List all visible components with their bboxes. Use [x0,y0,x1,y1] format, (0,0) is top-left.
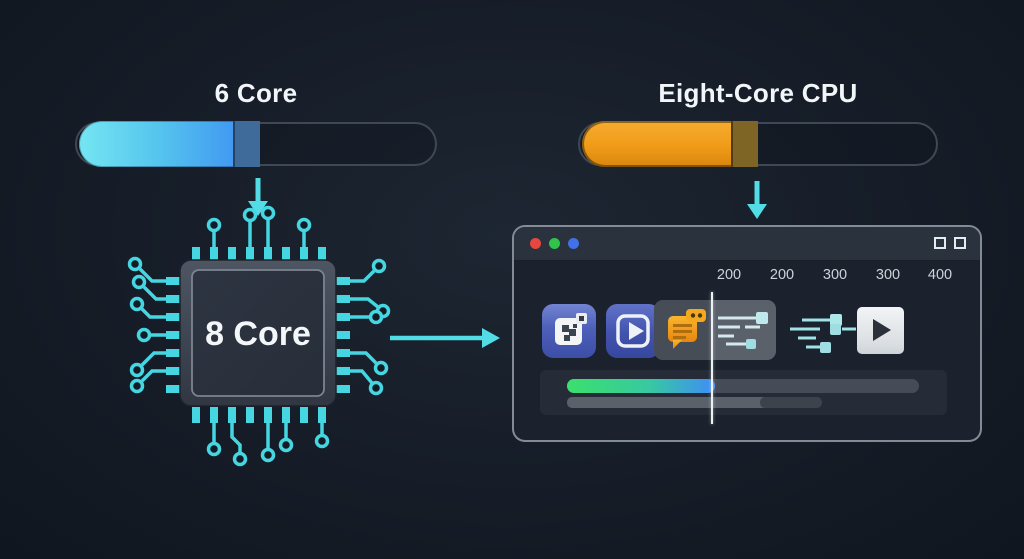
eight-core-progress-bar [578,121,938,167]
ruler-label-1: 200 [716,267,742,283]
chat-icon [668,309,706,349]
eight-core-bar-cap [731,121,759,167]
timeline-panel [540,370,947,415]
window-square-icon-1 [934,237,946,249]
traffic-light-red-icon [530,238,541,249]
ruler-label-3: 300 [822,267,848,283]
six-core-title: 6 Core [214,78,298,108]
app-window: 200 200 300 300 400 [512,225,982,442]
node-graph-icon [718,312,768,349]
timeline-fill [567,379,715,393]
data-flow-icon [790,314,856,353]
ruler-label-2: 200 [769,267,795,283]
window-titlebar [514,227,980,261]
traffic-light-blue-icon [568,238,579,249]
down-arrow-icon-right [747,181,767,219]
play-clip-icon [857,307,904,354]
timeline-secondary-bar-ghost [760,397,822,408]
traffic-light-green-icon [549,238,560,249]
playhead-line [711,292,713,424]
icon-panel [654,300,776,360]
chip-label: 8 Core [205,315,311,353]
video-player-icon [606,304,660,358]
window-square-icon-2 [954,237,966,249]
cpu-chip-illustration: 8 Core [127,205,391,467]
timeline-track [567,379,919,393]
ruler-label-4: 300 [875,267,901,283]
circuit-traces [127,205,391,467]
six-core-bar-cap [233,121,260,167]
icon-panel-highlight [712,300,776,360]
six-core-progress-bar [75,121,437,167]
chip-pins [166,247,350,423]
ruler-label-5: 400 [927,267,953,283]
six-core-bar-fill [79,121,258,167]
photo-app-icon [542,304,596,358]
timeline-secondary-bar [567,397,791,408]
down-arrow-icon-left [248,178,268,216]
eight-core-bar-fill [582,121,757,167]
right-arrow-icon [390,328,500,348]
eight-core-title: Eight-Core CPU [658,78,858,108]
